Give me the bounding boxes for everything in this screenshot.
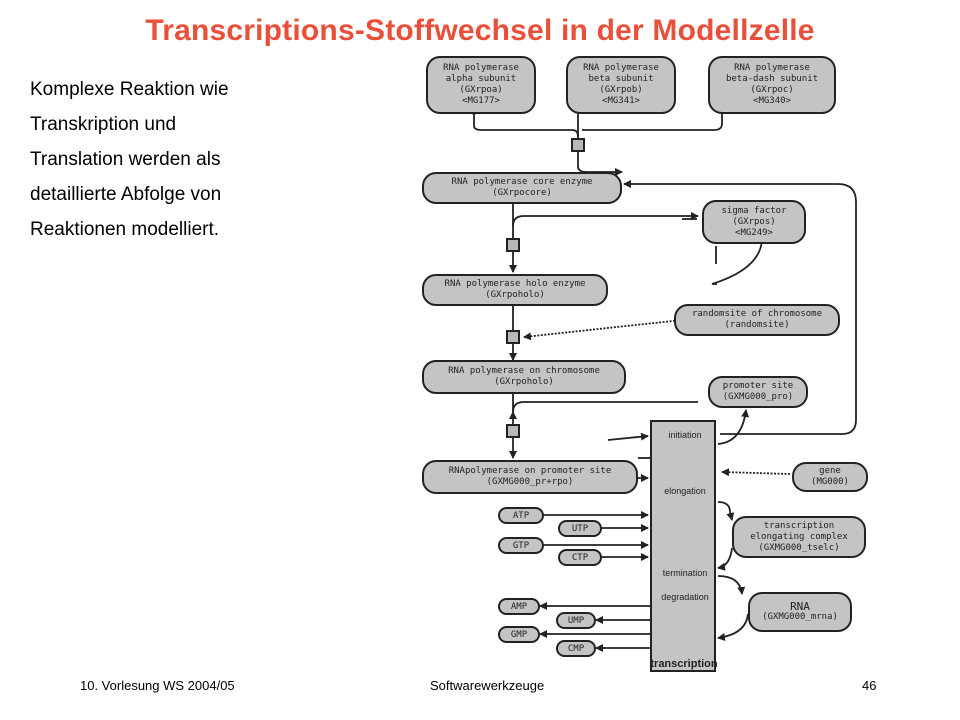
step-termination: termination — [662, 568, 708, 578]
step-initiation: initiation — [668, 430, 702, 440]
reaction-square — [506, 238, 520, 252]
promoter-site-node: promoter site(GXMG000_pro) — [708, 376, 808, 408]
footer-course: Softwarewerkzeuge — [430, 678, 545, 693]
process-label: transcription — [650, 658, 718, 670]
slide-title: Transcriptions-Stoffwechsel in der Model… — [145, 14, 815, 47]
gmp-node: GMP — [498, 626, 540, 643]
atp-node: ATP — [498, 507, 544, 524]
polymerase-on-chromosome-node: RNA polymerase on chromosome(GXrpoholo) — [422, 360, 626, 394]
text-line: detaillierte Abfolge von — [30, 184, 222, 205]
reaction-square — [571, 138, 585, 152]
slide-number: 46 — [862, 678, 877, 693]
amp-node: AMP — [498, 598, 540, 615]
holo-enzyme-node: RNA polymerase holo enzyme(GXrpoholo) — [422, 274, 608, 306]
ump-node: UMP — [556, 612, 596, 629]
ctp-node: CTP — [558, 549, 602, 566]
gene-node: gene(MG000) — [792, 462, 868, 492]
text-line: Reaktionen modelliert. — [30, 219, 220, 240]
core-enzyme-node: RNA polymerase core enzyme(GXrpocore) — [422, 172, 622, 204]
sigma-factor-node: sigma factor(GXrpos)<MG249> — [702, 200, 806, 244]
text-line: Komplexe Reaktion wie — [30, 79, 229, 100]
text-line: Translation werden als — [30, 149, 221, 170]
randomsite-node: randomsite of chromosome(randomsite) — [674, 304, 840, 336]
rna-node: RNA(GXMG000_mrna) — [748, 592, 852, 632]
utp-node: UTP — [558, 520, 602, 537]
text-line: Transkription und — [30, 114, 177, 135]
reaction-square — [506, 424, 520, 438]
cmp-node: CMP — [556, 640, 596, 657]
gtp-node: GTP — [498, 537, 544, 554]
slide-text: Komplexe Reaktion wie Transkription und … — [30, 72, 410, 247]
reaction-square — [506, 330, 520, 344]
footer-lecture: 10. Vorlesung WS 2004/05 — [80, 678, 235, 693]
polymerase-on-promoter-node: RNApolymerase on promoter site(GXMG000_p… — [422, 460, 638, 494]
step-degradation: degradation — [661, 592, 709, 602]
diagram-connectors — [470, 107, 857, 652]
transcription-process-box: initiation elongation termination degrad… — [650, 420, 716, 672]
step-elongation: elongation — [664, 486, 706, 496]
